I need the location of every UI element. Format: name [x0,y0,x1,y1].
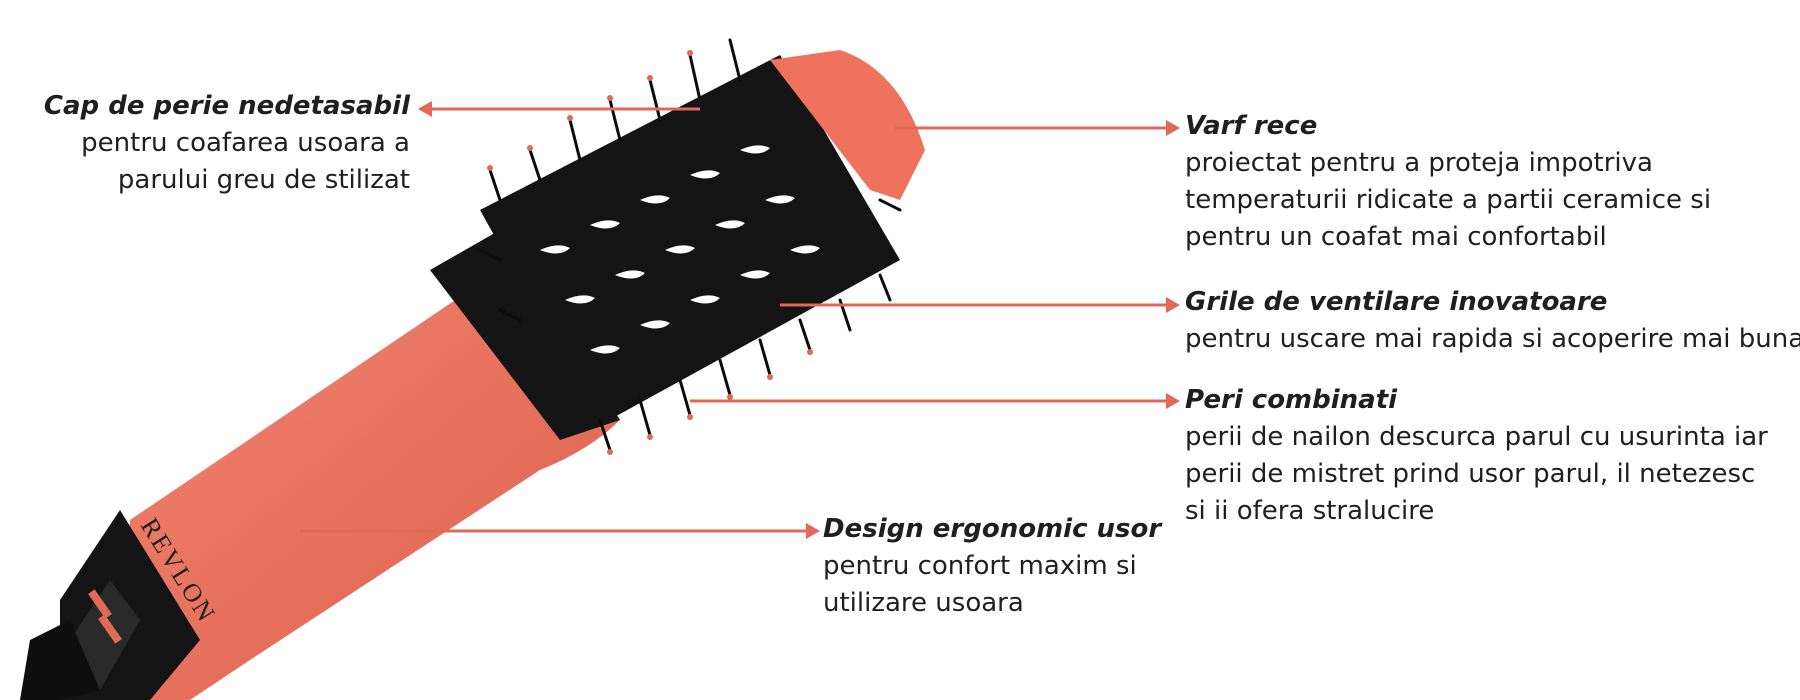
callout-peri-title: Peri combinati [1185,385,1398,415]
callout-design: Design ergonomic usor pentru confort max… [823,511,1161,622]
callout-design-title: Design ergonomic usor [823,514,1162,544]
brush-head [478,38,925,455]
callout-design-line-1: pentru confort maxim si [823,551,1137,581]
callout-cap: Cap de perie nedetasabil pentru coafarea… [40,88,410,199]
callout-varf: Varf rece proiectat pentru a proteja imp… [1185,108,1711,256]
brush-handle: REVLON [20,230,620,700]
callout-grile-line-1: pentru uscare mai rapida si acoperire ma… [1185,324,1800,354]
callout-peri-line-3: si ii ofera stralucire [1185,496,1435,526]
callout-design-line-2: utilizare usoara [823,588,1024,618]
callout-varf-line-1: proiectat pentru a proteja impotriva [1185,148,1653,178]
callout-grile: Grile de ventilare inovatoare pentru usc… [1185,284,1800,358]
callout-cap-line-1: pentru coafarea usoara a [81,128,410,158]
callout-arrows [300,101,1180,539]
callout-varf-title: Varf rece [1185,111,1318,141]
callout-cap-line-2: parului greu de stilizat [117,165,410,195]
callout-cap-title: Cap de perie nedetasabil [43,91,410,121]
callout-varf-line-3: pentru un coafat mai confortabil [1185,222,1607,252]
callout-peri: Peri combinati perii de nailon descurca … [1185,382,1768,530]
callout-peri-line-2: perii de mistret prind usor parul, il ne… [1185,459,1756,489]
callout-peri-line-1: perii de nailon descurca parul cu usurin… [1185,422,1768,452]
callout-varf-line-2: temperaturii ridicate a partii ceramice … [1185,185,1712,215]
callout-grile-title: Grile de ventilare inovatoare [1185,287,1608,317]
